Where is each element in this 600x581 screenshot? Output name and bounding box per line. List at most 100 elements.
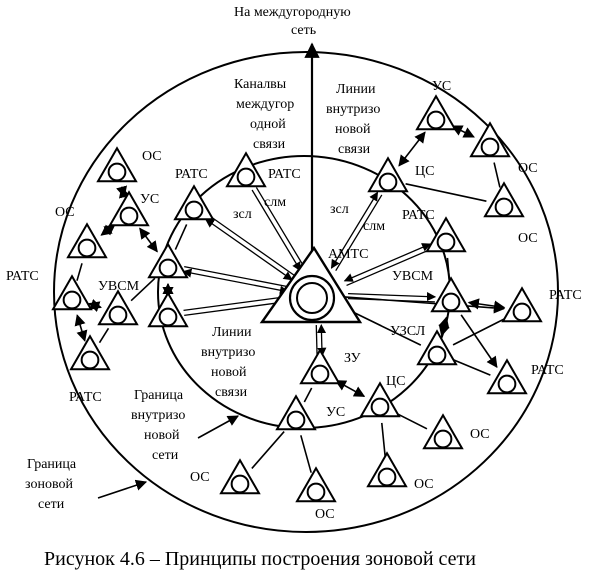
hub-link-line xyxy=(330,191,379,269)
uzsl-label: УЗСЛ xyxy=(390,324,426,339)
link-line xyxy=(452,317,507,346)
link-line xyxy=(74,314,88,342)
links xyxy=(74,42,507,499)
os-label-1: ОС xyxy=(142,149,162,164)
intercity-channels-label-2: междугор xyxy=(236,97,294,112)
link-line xyxy=(438,316,450,337)
link-line xyxy=(139,227,158,253)
us-label-top-right: УС xyxy=(432,79,451,94)
node-osB1 xyxy=(219,458,261,495)
link-line xyxy=(335,295,506,314)
node-uvsmL xyxy=(97,289,139,326)
link-line xyxy=(460,314,498,369)
os-label-4: ОС xyxy=(518,231,538,246)
os-label-3: ОС xyxy=(518,161,538,176)
intrazone-boundary-label-2: внутризо xyxy=(131,408,185,423)
amts-label: АМТС xyxy=(328,247,368,262)
node-ratsR3 xyxy=(486,358,528,395)
slm-label-left: слм xyxy=(264,195,286,210)
link-line xyxy=(398,131,426,167)
hub-link-line xyxy=(184,265,290,288)
hub-link-line xyxy=(343,243,432,282)
rats-label-2: РАТС xyxy=(268,167,301,182)
nodes xyxy=(51,94,543,503)
intercity-channels-label-3: одной xyxy=(250,117,286,132)
intrazone-lines-top-2: внутризо xyxy=(326,102,380,117)
intrazone-boundary-label-4: сети xyxy=(152,448,179,463)
node-ratsB xyxy=(147,291,189,328)
intercity-channels-label-4: связи xyxy=(253,137,286,152)
cs-label-top: ЦС xyxy=(415,164,434,179)
node-osB2 xyxy=(366,451,408,488)
rats-label-6: РАТС xyxy=(531,363,564,378)
zone-boundary-label-2: зоновой xyxy=(25,477,73,492)
link-line xyxy=(100,224,116,236)
node-osL xyxy=(66,222,108,259)
us-label-left: УС xyxy=(140,192,159,207)
node-osB3 xyxy=(295,466,337,503)
hub-link-line xyxy=(346,248,433,287)
intrazone-lines-bottom-1: Линии xyxy=(212,325,252,340)
node-ratsL1 xyxy=(51,274,93,311)
hub-link-line xyxy=(204,218,293,281)
zone-boundary-pointer xyxy=(97,479,148,499)
node-osTR2 xyxy=(483,181,525,218)
zsl-label-left: зсл xyxy=(233,207,252,222)
intercity-channels-label-1: Каналвы xyxy=(234,77,287,92)
link-line xyxy=(251,431,285,469)
rats-label-1: РАТС xyxy=(175,167,208,182)
link-line xyxy=(303,387,313,403)
rats-label-3: РАТС xyxy=(402,208,435,223)
node-csTop xyxy=(367,156,409,193)
rats-label-5: РАТС xyxy=(549,288,582,303)
hub-link-line xyxy=(335,194,383,272)
intercity-net-label-2: сеть xyxy=(291,23,316,38)
us-label-bottom: УС xyxy=(326,405,345,420)
node-ratsTop xyxy=(225,151,267,188)
link-line xyxy=(88,298,102,313)
intercity-net-label-1: На междугородную xyxy=(234,5,351,20)
uvsm-label-left: УВСМ xyxy=(98,279,140,294)
os-label-8: ОС xyxy=(315,507,335,522)
amts-hub xyxy=(259,245,363,324)
intrazone-lines-bottom-3: новой xyxy=(211,365,247,380)
link-line xyxy=(130,277,156,302)
cs-label-bottom: ЦС xyxy=(386,374,405,389)
link-line xyxy=(493,162,501,188)
os-label-6: ОС xyxy=(414,477,434,492)
node-ratsA xyxy=(147,242,189,279)
intrazone-lines-top-3: новой xyxy=(335,122,371,137)
slm-label-right: слм xyxy=(363,219,385,234)
intrazone-lines-top-1: Линии xyxy=(336,82,376,97)
hub-link-line xyxy=(182,268,289,295)
node-usB2 xyxy=(275,394,317,431)
hub-link-line xyxy=(184,298,290,317)
link-line xyxy=(453,359,491,376)
uvsm-label-right: УВСМ xyxy=(392,269,434,284)
link-line xyxy=(451,125,475,138)
link-line xyxy=(405,183,487,202)
node-ratsR2 xyxy=(501,286,543,323)
zu-label: ЗУ xyxy=(344,351,361,366)
intrazone-lines-bottom-4: связи xyxy=(215,385,248,400)
node-osTR1 xyxy=(469,121,511,158)
link-line xyxy=(98,327,110,344)
node-ratsL2 xyxy=(69,334,111,371)
node-uvsmR xyxy=(430,276,472,313)
intrazone-lines-top-4: связи xyxy=(338,142,371,157)
link-line xyxy=(446,257,451,283)
link-line xyxy=(380,422,387,458)
node-ratsC xyxy=(173,184,215,221)
os-label-2: ОС xyxy=(55,205,75,220)
hub-link-line xyxy=(316,324,327,357)
node-csB xyxy=(359,381,401,418)
intrazone-boundary-pointer xyxy=(197,415,239,439)
node-uzslR xyxy=(416,329,458,366)
figure-caption: Рисунок 4.6 – Принципы построения зоново… xyxy=(44,548,476,570)
link-line xyxy=(334,379,366,398)
node-usTR xyxy=(415,94,457,131)
node-usB xyxy=(299,348,341,385)
rats-label-7: РАТС xyxy=(69,390,102,405)
node-osR xyxy=(422,413,464,450)
